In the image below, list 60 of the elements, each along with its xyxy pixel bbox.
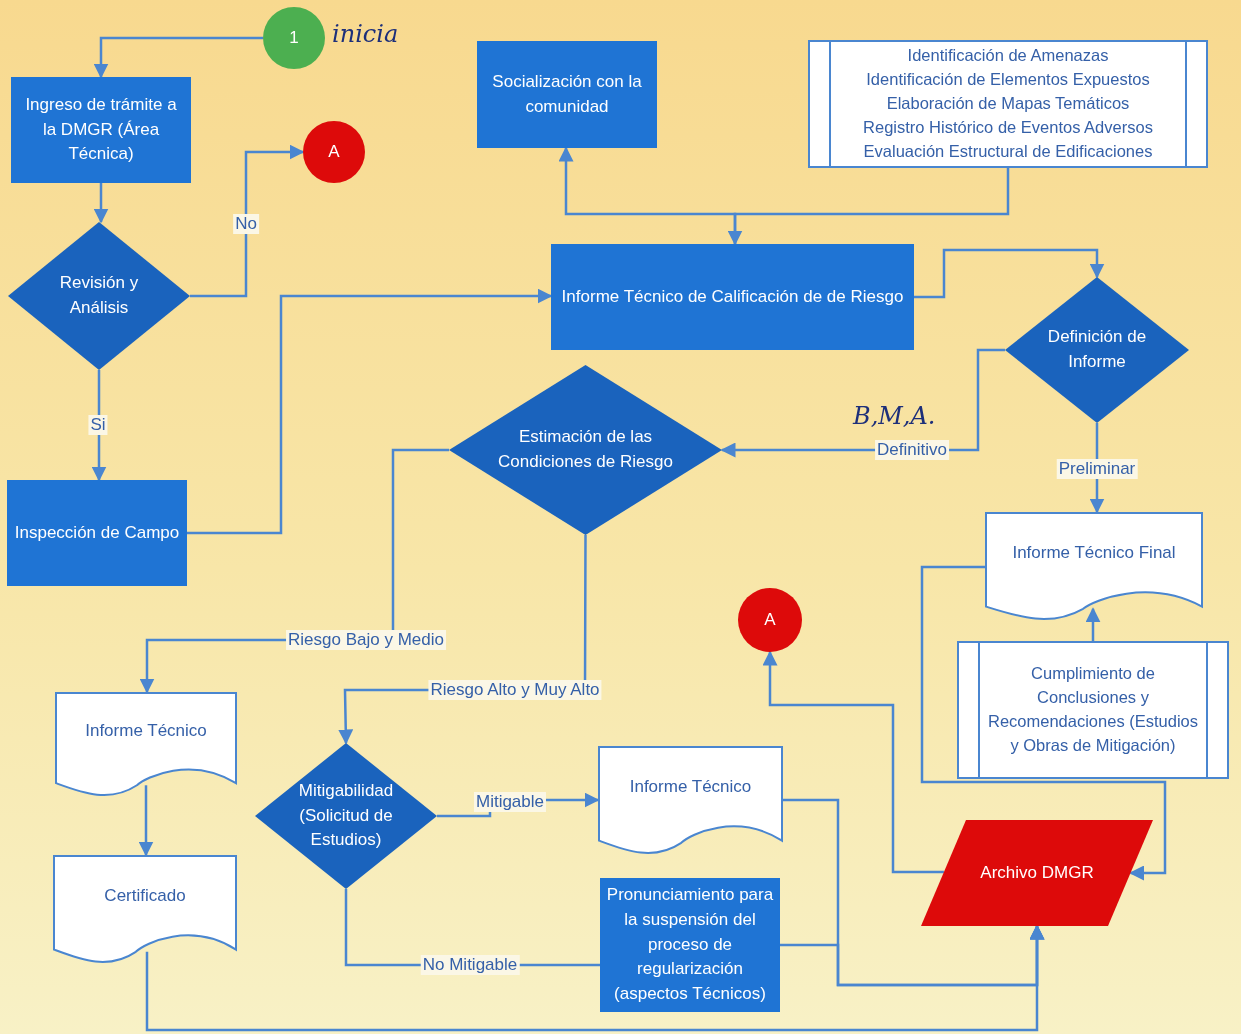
- arrow: [93, 183, 109, 224]
- handwritten-note: B,M,A.: [853, 402, 936, 430]
- node-text: A: [764, 608, 776, 631]
- node-text: Mitigabilidad (Solicitud de Estudios): [297, 780, 395, 852]
- node-text: Identificación de Elementos Expuestos: [866, 69, 1150, 91]
- edge-label: No: [233, 214, 259, 234]
- document-shape: [55, 692, 237, 798]
- decision-diamond: [449, 365, 722, 535]
- node-text: A: [328, 140, 340, 163]
- node-text: Evaluación Estructural de Edificaciones: [863, 140, 1153, 162]
- handwritten-note: inicia: [332, 20, 399, 48]
- arrow: [190, 144, 305, 298]
- arrow: [762, 650, 944, 874]
- process-box: [551, 244, 914, 350]
- node-text: Socialización con la comunidad: [491, 70, 643, 118]
- arrow: [138, 785, 154, 857]
- arrow: [145, 924, 1045, 1032]
- decision-diamond: [255, 743, 437, 889]
- arrow: [93, 36, 263, 79]
- edge-label: Riesgo Alto y Muy Alto: [428, 680, 602, 700]
- document-shape: [985, 512, 1203, 622]
- node-text: Informe Técnico: [85, 719, 207, 742]
- document-shape: [598, 746, 783, 856]
- decision-diamond: [8, 222, 190, 370]
- node-text: Revisión y Análisis: [58, 272, 140, 319]
- edge-label: No Mitigable: [420, 955, 520, 975]
- arrow: [920, 565, 1167, 881]
- subprocess-box: [808, 40, 1208, 168]
- node-text: Informe Técnico Final: [1012, 541, 1176, 564]
- document-shape: [53, 855, 237, 965]
- node-text: Inspección de Campo: [14, 521, 180, 544]
- edge-label: Mitigable: [474, 792, 546, 812]
- data-parallelogram: [921, 820, 1153, 926]
- arrow: [727, 168, 1010, 246]
- decision-diamond: [1005, 277, 1189, 423]
- subprocess-box: [957, 641, 1229, 779]
- node-text: Archivo DMGR: [980, 861, 1094, 884]
- node-text: Pronunciamiento para la suspensión del proceso de regularización (aspectos Técnicos): [606, 884, 774, 1005]
- process-box: [477, 41, 657, 148]
- node-text: Informe Técnico de Calificación de de Riesgo: [561, 285, 904, 308]
- node-text: 1: [289, 26, 299, 49]
- process-box: [7, 480, 187, 586]
- node-text: Identificación de Amenazas: [907, 45, 1109, 67]
- process-box: [600, 878, 780, 1012]
- arrow: [187, 288, 553, 535]
- node-text: Estimación de las Condiciones de Riesgo: [497, 426, 674, 473]
- node-text: Definición de Informe: [1046, 326, 1148, 373]
- node-text: Informe Técnico: [629, 775, 752, 798]
- node-text: Elaboración de Mapas Temáticos: [886, 93, 1130, 115]
- node-text: Registro Histórico de Eventos Adversos: [863, 116, 1153, 138]
- arrow: [1085, 607, 1101, 641]
- edge-label: Preliminar: [1056, 459, 1138, 479]
- node-text: Cumplimiento de Conclusiones y Recomendaciones (Estudios y Obras de Mitigación): [987, 663, 1199, 756]
- process-box: [11, 77, 191, 183]
- edge-label: Riesgo Bajo y Medio: [286, 630, 446, 650]
- node-text: Ingreso de trámite a la DMGR (Área Técnica): [24, 94, 178, 166]
- node-text: Certificado: [104, 884, 186, 907]
- edge-label: Si: [88, 415, 108, 435]
- arrow: [914, 248, 1105, 299]
- edge-label: Definitivo: [875, 440, 949, 460]
